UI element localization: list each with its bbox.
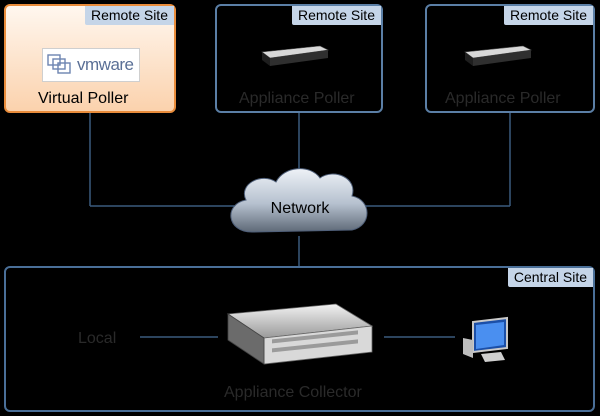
appliance-poller-label: Appliance Poller	[239, 90, 355, 107]
server-icon	[261, 45, 330, 66]
vmware-logo-text: vmware	[77, 55, 134, 74]
virtual-poller-label: Virtual Poller	[38, 90, 129, 107]
site-tag: Remote Site	[291, 6, 381, 25]
remote-site-virtual-poller: Remote Site vmware Virtual Poller	[4, 4, 176, 113]
remote-site-appliance-poller-2: Remote Site Appliance Poller	[425, 4, 595, 113]
central-site: Central Site Local Appliance Collector	[4, 266, 595, 412]
vmware-logo-icon: vmware	[42, 48, 140, 82]
cloud-icon	[230, 168, 368, 233]
site-tag: Remote Site	[503, 6, 593, 25]
remote-site-appliance-poller-1: Remote Site Appliance Poller	[215, 4, 383, 113]
appliance-poller-label: Appliance Poller	[445, 90, 561, 107]
site-tag: Central Site	[507, 268, 593, 287]
monitor-icon	[463, 316, 508, 362]
network-label: Network	[270, 200, 330, 217]
server-icon	[464, 45, 533, 66]
local-label: Local	[78, 330, 117, 347]
connector-lines	[89, 113, 511, 338]
server-icon	[226, 303, 374, 365]
vmware-squares-icon	[47, 54, 71, 74]
site-tag: Remote Site	[84, 6, 174, 25]
appliance-collector-label: Appliance Collector	[224, 384, 362, 401]
